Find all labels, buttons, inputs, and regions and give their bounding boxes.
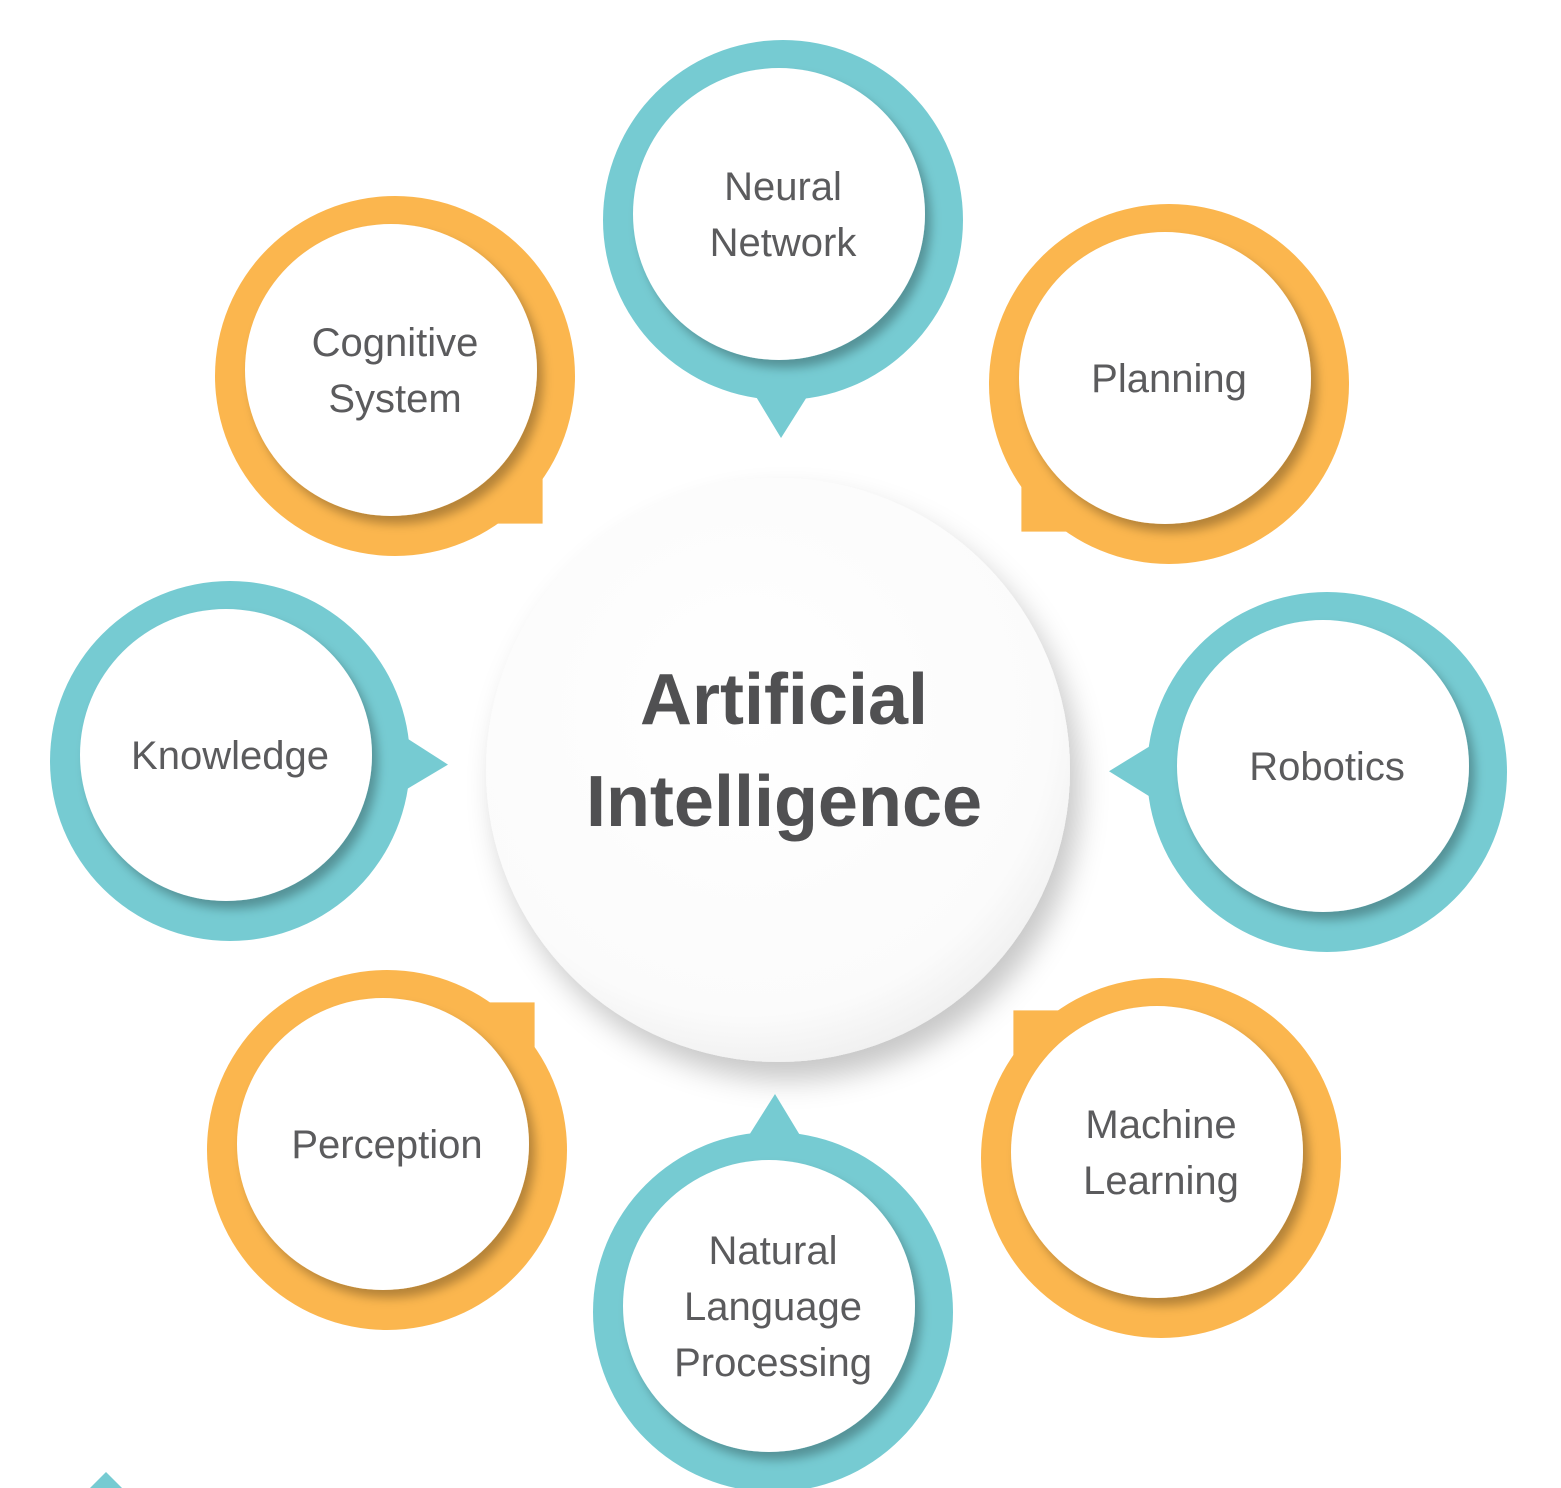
node-neural-network-label-line-1: Neural	[724, 165, 842, 209]
node-knowledge: Knowledge	[50, 581, 448, 941]
node-knowledge-label-line-1: Knowledge	[131, 734, 329, 778]
node-neural-network-inner	[633, 68, 925, 360]
node-natural-language-processing-inner	[623, 1160, 915, 1452]
center-title-line-2: Intelligence	[586, 762, 982, 842]
node-cognitive-system-label-line-2: System	[328, 377, 461, 421]
node-knowledge-inner	[80, 609, 372, 901]
node-cognitive-system-label-line-1: Cognitive	[312, 321, 479, 365]
node-natural-language-processing-label-line-1: Natural	[709, 1229, 838, 1273]
node-planning: Planning	[989, 204, 1349, 564]
center-hub: Artificial Intelligence	[486, 478, 1070, 1062]
satellite-nodes: NeuralNetworkPlanningRoboticsMachineLear…	[50, 40, 1507, 1488]
node-planning-label-line-1: Planning	[1091, 357, 1247, 401]
node-perception-inner	[237, 998, 529, 1290]
node-perception: Perception	[207, 970, 567, 1330]
node-robotics-label-line-1: Robotics	[1249, 745, 1405, 789]
node-perception-label-line-1: Perception	[291, 1123, 482, 1167]
node-neural-network-label-line-2: Network	[710, 221, 858, 265]
center-title-line-1: Artificial	[640, 660, 928, 740]
node-robotics: Robotics	[1109, 592, 1507, 952]
node-machine-learning-label-line-2: Learning	[1083, 1159, 1239, 1203]
node-machine-learning-label-line-1: Machine	[1085, 1103, 1236, 1147]
node-cognitive-system-inner	[245, 224, 537, 516]
corner-diamond-icon	[90, 1472, 122, 1488]
node-machine-learning-inner	[1011, 1006, 1303, 1298]
center-hub-circle	[486, 478, 1070, 1062]
node-natural-language-processing-label-line-3: Processing	[674, 1341, 872, 1385]
node-robotics-inner	[1177, 620, 1469, 912]
node-planning-inner	[1019, 232, 1311, 524]
node-natural-language-processing-label-line-2: Language	[684, 1285, 862, 1329]
